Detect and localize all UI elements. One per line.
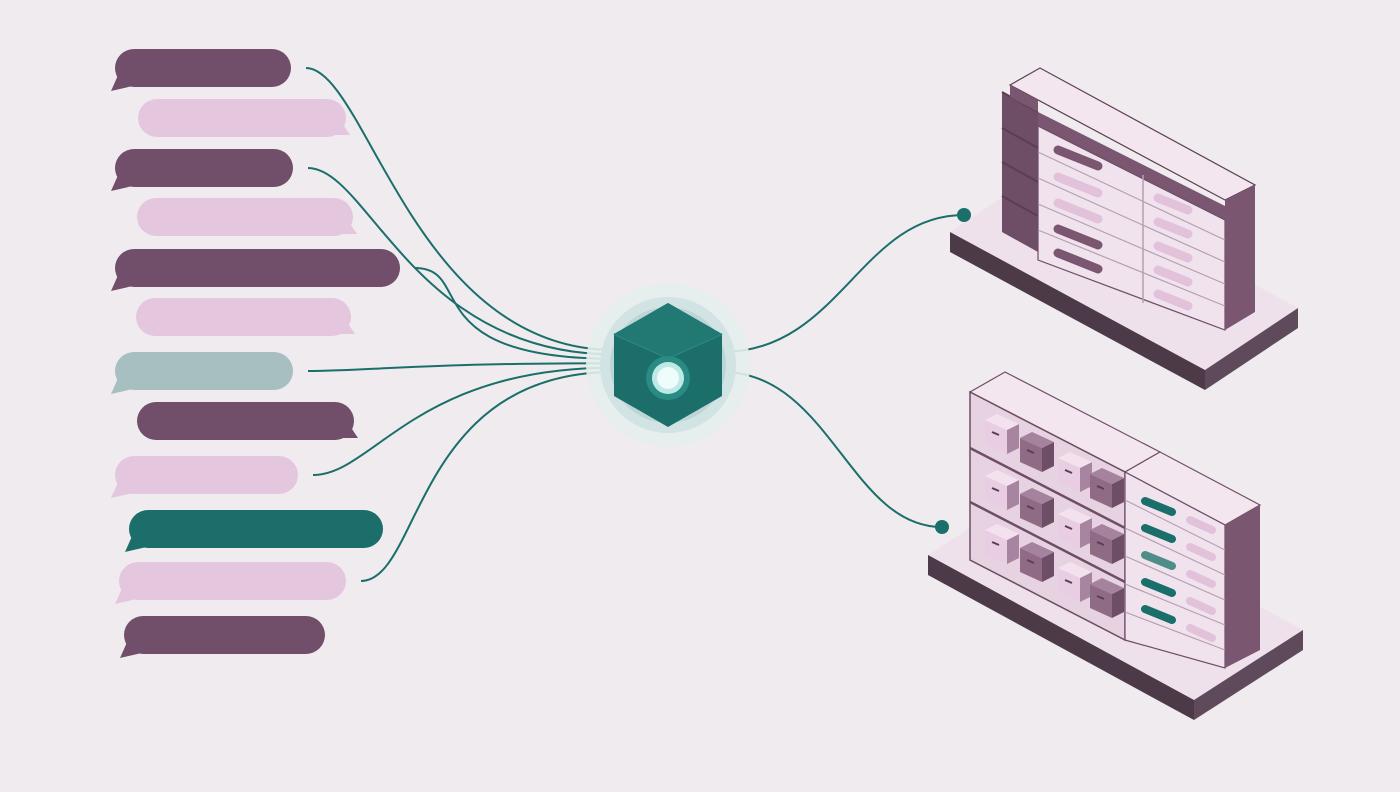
message-bubble xyxy=(137,198,357,236)
message-bubble xyxy=(111,352,293,394)
connector-line xyxy=(360,371,615,582)
storage-box xyxy=(1090,578,1124,618)
storage-box xyxy=(985,524,1019,564)
message-bubble xyxy=(115,562,346,604)
message-bubble xyxy=(138,99,350,137)
connector-line xyxy=(307,362,615,372)
message-bubble xyxy=(111,249,400,291)
storage-box xyxy=(1058,452,1092,492)
storage-box xyxy=(1058,562,1092,602)
connector-line xyxy=(307,167,615,356)
message-bubble xyxy=(137,402,358,440)
storage-box xyxy=(1020,432,1054,472)
connector-line xyxy=(721,214,965,353)
storage-box xyxy=(985,414,1019,454)
storage-box xyxy=(1090,468,1124,508)
connector-lines xyxy=(305,67,965,582)
storage-box xyxy=(1090,524,1124,564)
message-bubbles xyxy=(111,49,400,658)
connector-line xyxy=(721,371,943,528)
message-bubble xyxy=(111,456,298,498)
table-database-icon xyxy=(950,67,1298,390)
connector-line xyxy=(414,267,615,360)
storage-box xyxy=(1058,508,1092,548)
storage-box xyxy=(1020,542,1054,582)
message-bubble xyxy=(136,298,355,336)
message-bubble xyxy=(125,510,383,552)
message-bubble xyxy=(120,616,325,658)
connector-line xyxy=(305,67,615,351)
storage-box xyxy=(985,470,1019,510)
message-bubble xyxy=(111,49,291,91)
cube-hub-icon xyxy=(586,283,750,447)
message-bubble xyxy=(111,149,293,191)
connector-line xyxy=(312,366,615,476)
storage-shelf-icon xyxy=(928,371,1303,720)
storage-box xyxy=(1020,488,1054,528)
